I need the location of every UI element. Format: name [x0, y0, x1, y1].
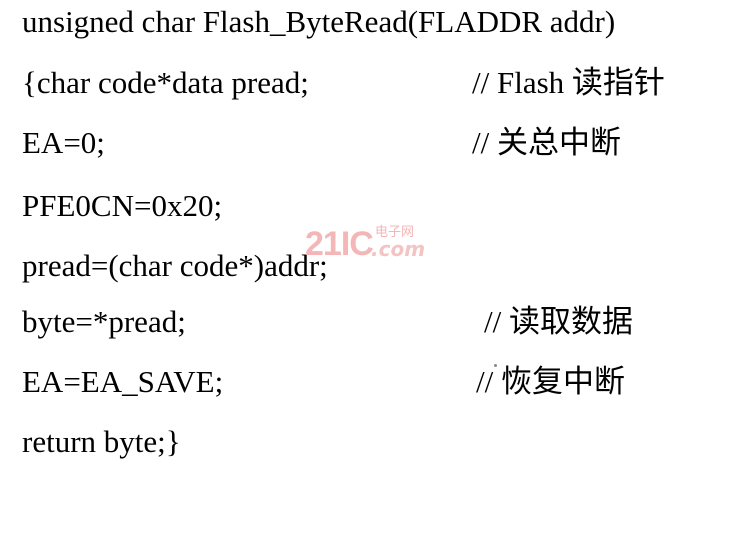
- code-text: unsigned char Flash_ByteRead(FLADDR addr…: [22, 4, 616, 39]
- code-text: PFE0CN=0x20;: [22, 188, 223, 223]
- code-line-4: PFE0CN=0x20;: [0, 184, 222, 228]
- code-text: return byte;}: [22, 424, 181, 459]
- code-text: EA=0;: [22, 125, 105, 160]
- code-text: {char code*data pread;: [22, 65, 309, 100]
- code-line-2: {char code*data pread; // Flash 读指针: [0, 61, 665, 105]
- code-line-8: return byte;}: [0, 420, 181, 464]
- code-line-3: EA=0; // 关总中断: [0, 121, 621, 165]
- code-line-7: EA=EA_SAVE; // 恢复中断: [0, 360, 625, 404]
- watermark-logo: 21IC 电子网 .com: [305, 224, 445, 264]
- code-text: EA=EA_SAVE;: [22, 364, 224, 399]
- code-line-1: unsigned char Flash_ByteRead(FLADDR addr…: [0, 0, 615, 44]
- code-line-5: pread=(char code*)addr;: [0, 244, 328, 288]
- code-text: byte=*pread;: [22, 304, 186, 339]
- watermark-chinese: 电子网: [375, 225, 415, 240]
- code-comment: // 恢复中断: [476, 364, 625, 399]
- watermark-number: 21IC: [305, 225, 374, 263]
- code-comment: // Flash 读指针: [472, 65, 665, 100]
- code-line-6: byte=*pread; // 读取数据: [0, 300, 633, 344]
- code-text: pread=(char code*)addr;: [22, 248, 328, 283]
- code-comment: // 关总中断: [472, 125, 621, 160]
- scan-speck: [494, 364, 497, 367]
- code-document: unsigned char Flash_ByteRead(FLADDR addr…: [0, 0, 665, 464]
- watermark-domain: .com: [371, 237, 426, 261]
- code-comment: // 读取数据: [484, 304, 633, 339]
